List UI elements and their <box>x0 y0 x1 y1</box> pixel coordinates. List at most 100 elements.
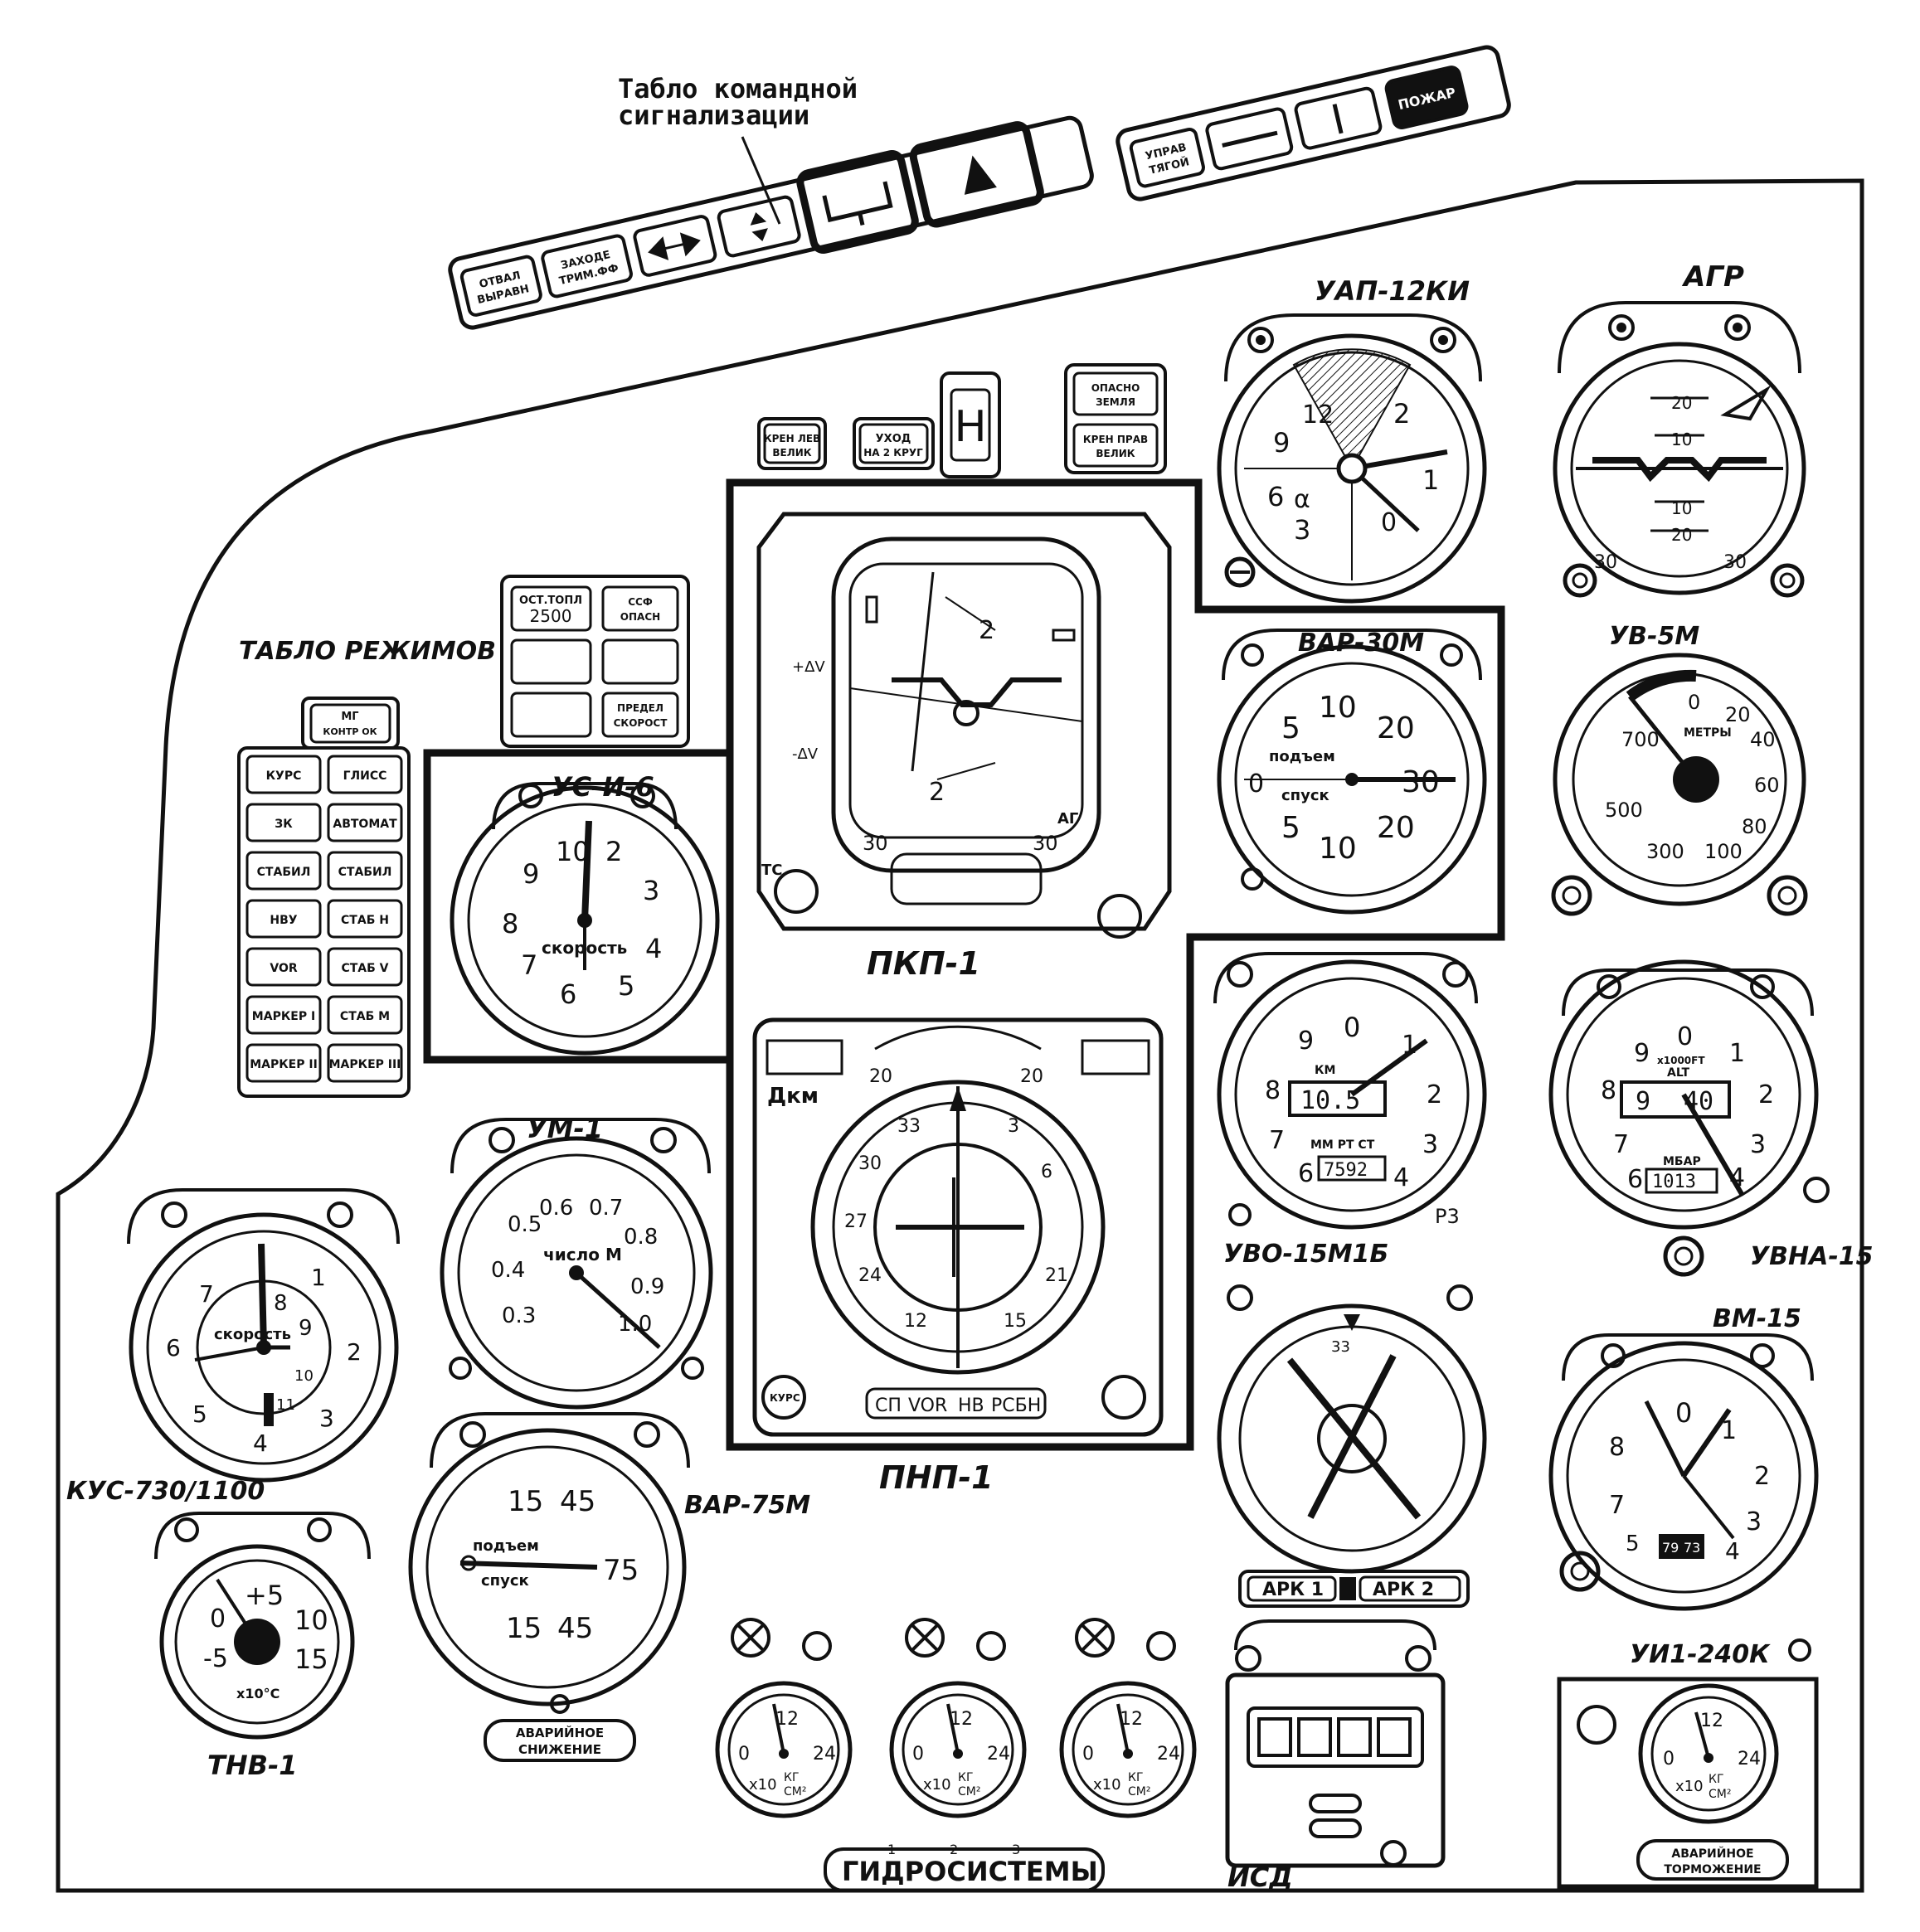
blank-lamp-1[interactable] <box>510 638 592 685</box>
svg-text:100: 100 <box>1704 840 1743 863</box>
terrain-warning-lamp[interactable] <box>1072 371 1159 416</box>
svg-text:45: 45 <box>557 1612 593 1645</box>
mode-button-mg[interactable] <box>309 703 391 744</box>
speed-limit-lamp[interactable] <box>601 692 679 738</box>
emergency-descent-button[interactable] <box>484 1719 636 1762</box>
signal-button-glide[interactable] <box>796 150 919 254</box>
svg-text:6: 6 <box>1041 1162 1052 1182</box>
blank-lamp-2[interactable] <box>601 638 679 685</box>
annotation-line2: сигнализации <box>618 100 809 131</box>
svg-text:24: 24 <box>1738 1749 1761 1769</box>
mode-button-label: НВУ <box>270 914 297 927</box>
svg-text:0: 0 <box>1381 508 1397 537</box>
signal-button-horizontal[interactable] <box>1205 107 1294 171</box>
hydro-knob[interactable] <box>802 1631 832 1661</box>
hydro-scale-label: 12 <box>950 1709 973 1730</box>
hydro-scale-label: 0 <box>738 1744 750 1765</box>
mode-button-label: ГЛИСС <box>343 769 387 783</box>
svg-text:УХОД: УХОД <box>876 433 911 445</box>
mode-button[interactable] <box>245 899 322 939</box>
svg-text:79: 79 <box>1662 1540 1679 1556</box>
svg-text:6: 6 <box>166 1334 181 1362</box>
signal-button-left-right[interactable] <box>633 215 717 277</box>
svg-text:АВАРИЙНОЕ: АВАРИЙНОЕ <box>516 1725 604 1740</box>
signal-button-upr-tyagoy[interactable] <box>1129 128 1205 188</box>
mode-button[interactable] <box>245 1043 322 1083</box>
svg-text:8: 8 <box>1609 1433 1625 1462</box>
svg-text:2: 2 <box>1754 1462 1770 1491</box>
svg-text:ВЕЛИК: ВЕЛИК <box>1096 448 1135 459</box>
mode-button-label: VOR <box>270 962 297 975</box>
h-lamp[interactable] <box>940 371 1001 478</box>
svg-text:СНИЖЕНИЕ: СНИЖЕНИЕ <box>518 1742 601 1757</box>
emergency-braking-button[interactable] <box>1636 1839 1789 1881</box>
hydro-knob[interactable] <box>976 1631 1006 1661</box>
svg-text:+ΔV: +ΔV <box>792 658 825 676</box>
svg-text:9: 9 <box>1636 1087 1650 1116</box>
ark1-button[interactable] <box>1247 1575 1337 1602</box>
svg-text:12: 12 <box>1302 400 1334 430</box>
svg-text:30: 30 <box>1033 832 1058 855</box>
svg-text:3: 3 <box>1422 1130 1438 1159</box>
signal-button-fire[interactable] <box>1384 66 1469 129</box>
signal-button-up-down[interactable] <box>717 195 801 258</box>
mode-button-label: СТАБИЛ <box>257 866 311 879</box>
svg-text:2: 2 <box>979 616 994 645</box>
hydro-scale-label: х10 <box>1093 1776 1121 1794</box>
mode-button[interactable] <box>327 803 403 842</box>
svg-text:0.8: 0.8 <box>624 1225 658 1250</box>
svg-text:8: 8 <box>274 1291 288 1316</box>
svg-text:АГР: АГР <box>1681 260 1744 294</box>
fuel-remaining-lamp[interactable] <box>510 585 592 632</box>
svg-text:СМ²: СМ² <box>1709 1788 1731 1801</box>
annotation: Табло командной сигнализации <box>618 73 858 225</box>
mode-button[interactable] <box>327 1043 403 1083</box>
svg-text:-ΔV: -ΔV <box>792 745 819 763</box>
svg-text:СКОРОСТ: СКОРОСТ <box>614 717 668 729</box>
svg-text:10: 10 <box>1671 430 1692 449</box>
svg-text:Дкм: Дкм <box>767 1084 819 1109</box>
svg-text:2: 2 <box>1427 1080 1442 1109</box>
hydro-gauge-bezel <box>715 1681 853 1818</box>
svg-text:0: 0 <box>1675 1397 1692 1429</box>
bank-right-lamp[interactable] <box>1072 423 1159 468</box>
signal-button-vertical[interactable] <box>1294 86 1383 150</box>
ark2-button[interactable] <box>1359 1575 1461 1602</box>
signal-button-otval[interactable] <box>459 255 542 317</box>
ssv-danger-lamp[interactable] <box>601 585 679 632</box>
signal-button-warning[interactable] <box>909 121 1044 228</box>
mode-button[interactable] <box>245 995 322 1035</box>
svg-text:30: 30 <box>863 832 888 855</box>
mode-button[interactable] <box>327 947 403 987</box>
mode-button[interactable] <box>245 851 322 891</box>
svg-text:0: 0 <box>1663 1749 1675 1769</box>
svg-text:2: 2 <box>1758 1080 1774 1109</box>
vm-15-altimeter: ВМ-15 79 73 0 1 8 2 7 3 5 4 <box>1548 1304 1819 1611</box>
svg-text:СП: СП <box>875 1396 902 1416</box>
svg-text:4: 4 <box>1729 1163 1745 1192</box>
mode-button[interactable] <box>327 851 403 891</box>
mode-button[interactable] <box>245 755 322 794</box>
uvo-15m1b-altimeter: 10.5 7592 0 9 1 8 2 7 3 6 4 КМ ММ РТ СТ … <box>1213 952 1487 1269</box>
blank-lamp-3[interactable] <box>510 692 592 738</box>
mode-button[interactable] <box>245 803 322 842</box>
mode-button[interactable] <box>327 899 403 939</box>
hydro-knob[interactable] <box>1146 1631 1176 1661</box>
go-around-lamp[interactable] <box>858 423 929 464</box>
mode-button[interactable] <box>245 947 322 987</box>
mode-button-label: ЗК <box>275 818 293 831</box>
mode-button[interactable] <box>327 755 403 794</box>
small-warning-boards: КРЕН ЛЕВ ВЕЛИК УХОД НА 2 КРУГ H ОПАСНО З… <box>500 363 1167 748</box>
pkp-1-flight-director: 2 2 30 30 +ΔV -ΔV ТС АГ ПКП-1 <box>756 512 1172 982</box>
svg-text:2500: 2500 <box>530 606 572 626</box>
hydro-scale-label: КГ <box>958 1771 973 1784</box>
signal-button-zahode[interactable] <box>541 234 633 299</box>
mode-button[interactable] <box>327 995 403 1035</box>
hydro-scale-label: СМ² <box>958 1785 980 1799</box>
panel-outline <box>56 178 1864 1893</box>
svg-text:ALT: ALT <box>1667 1066 1689 1080</box>
hydro-needle <box>772 1703 785 1755</box>
bank-left-lamp[interactable] <box>763 423 821 464</box>
svg-text:ОПАСН: ОПАСН <box>620 611 660 623</box>
